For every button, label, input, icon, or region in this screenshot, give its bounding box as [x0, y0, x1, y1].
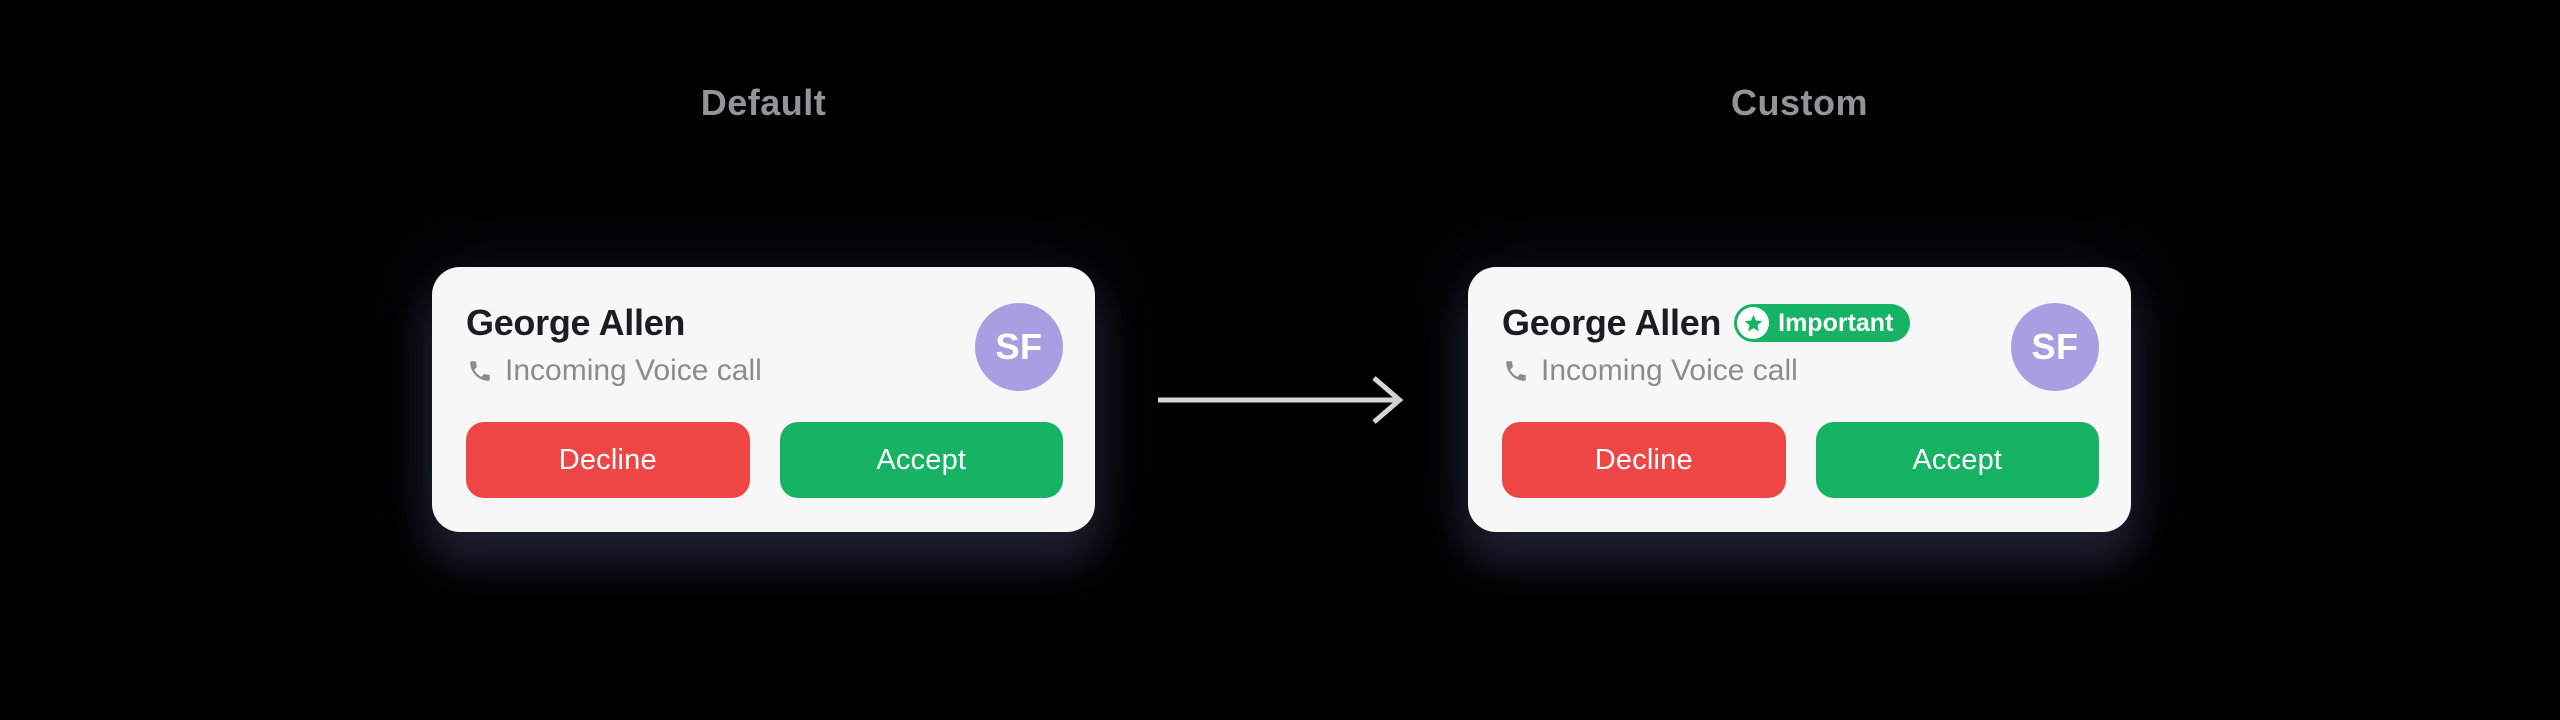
- caller-name: George Allen: [1502, 302, 1722, 343]
- call-notification-card-default: George Allen Incoming Voice call SF Decl…: [432, 267, 1095, 532]
- decline-button[interactable]: Decline: [466, 422, 750, 498]
- phone-icon: [1502, 357, 1530, 385]
- section-custom: Custom George Allen Important: [1468, 0, 2131, 720]
- caller-info: George Allen Important Incoming Voice: [1502, 301, 1911, 390]
- call-actions: Decline Accept: [466, 422, 1063, 498]
- status-row: Incoming Voice call: [466, 352, 762, 390]
- important-badge: Important: [1734, 304, 1911, 342]
- section-title-custom: Custom: [1731, 82, 1868, 123]
- right-arrow-icon: [1156, 360, 1406, 440]
- avatar: SF: [975, 303, 1063, 391]
- name-row: George Allen: [466, 301, 762, 345]
- call-status-text: Incoming Voice call: [1541, 354, 1798, 387]
- call-status-text: Incoming Voice call: [505, 354, 762, 387]
- avatar-initials: SF: [995, 326, 1043, 367]
- accept-button[interactable]: Accept: [1815, 422, 2099, 498]
- card-header: George Allen Incoming Voice call SF: [466, 301, 1063, 391]
- section-title-default: Default: [700, 82, 827, 123]
- star-icon: [1737, 307, 1770, 339]
- avatar: SF: [2011, 303, 2099, 391]
- accept-button[interactable]: Accept: [779, 422, 1063, 498]
- call-actions: Decline Accept: [1502, 422, 2099, 498]
- decline-button[interactable]: Decline: [1502, 422, 1786, 498]
- badge-label: Important: [1778, 308, 1894, 337]
- call-notification-card-custom: George Allen Important Incoming Voice: [1468, 267, 2131, 532]
- caller-name: George Allen: [466, 302, 686, 343]
- phone-icon: [466, 357, 494, 385]
- card-header: George Allen Important Incoming Voice: [1502, 301, 2099, 391]
- status-row: Incoming Voice call: [1502, 352, 1910, 390]
- name-row: George Allen Important: [1502, 301, 1911, 345]
- caller-info: George Allen Incoming Voice call: [466, 301, 762, 390]
- avatar-initials: SF: [2031, 326, 2079, 367]
- section-default: Default George Allen Incoming Voice call: [432, 0, 1095, 720]
